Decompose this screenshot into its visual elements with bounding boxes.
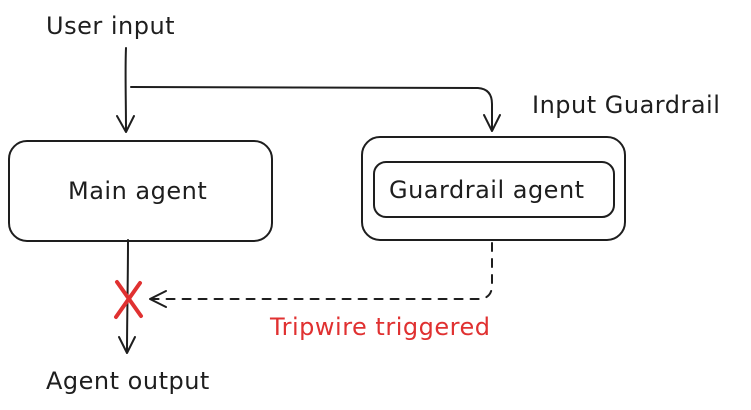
main-agent-box bbox=[8, 140, 273, 242]
agent-output-label: Agent output bbox=[46, 367, 210, 395]
tripwire-x-icon bbox=[114, 280, 143, 319]
arrow-user-to-guardrail bbox=[130, 86, 493, 131]
input-guardrail-box bbox=[361, 136, 626, 241]
arrowhead-user-to-main bbox=[116, 115, 135, 133]
input-guardrail-label: Input Guardrail bbox=[532, 91, 721, 119]
arrowhead-main-to-output bbox=[118, 336, 136, 354]
guardrail-agent-label: Guardrail agent bbox=[389, 176, 585, 204]
main-agent-label: Main agent bbox=[68, 177, 208, 205]
tripwire-arrowhead bbox=[149, 290, 167, 308]
arrowhead-user-to-guardrail bbox=[483, 114, 501, 132]
guardrail-agent-box bbox=[373, 161, 615, 218]
user-input-label: User input bbox=[46, 12, 176, 40]
tripwire-triggered-label: Tripwire triggered bbox=[270, 313, 491, 341]
tripwire-dashed-arrow bbox=[149, 242, 493, 300]
